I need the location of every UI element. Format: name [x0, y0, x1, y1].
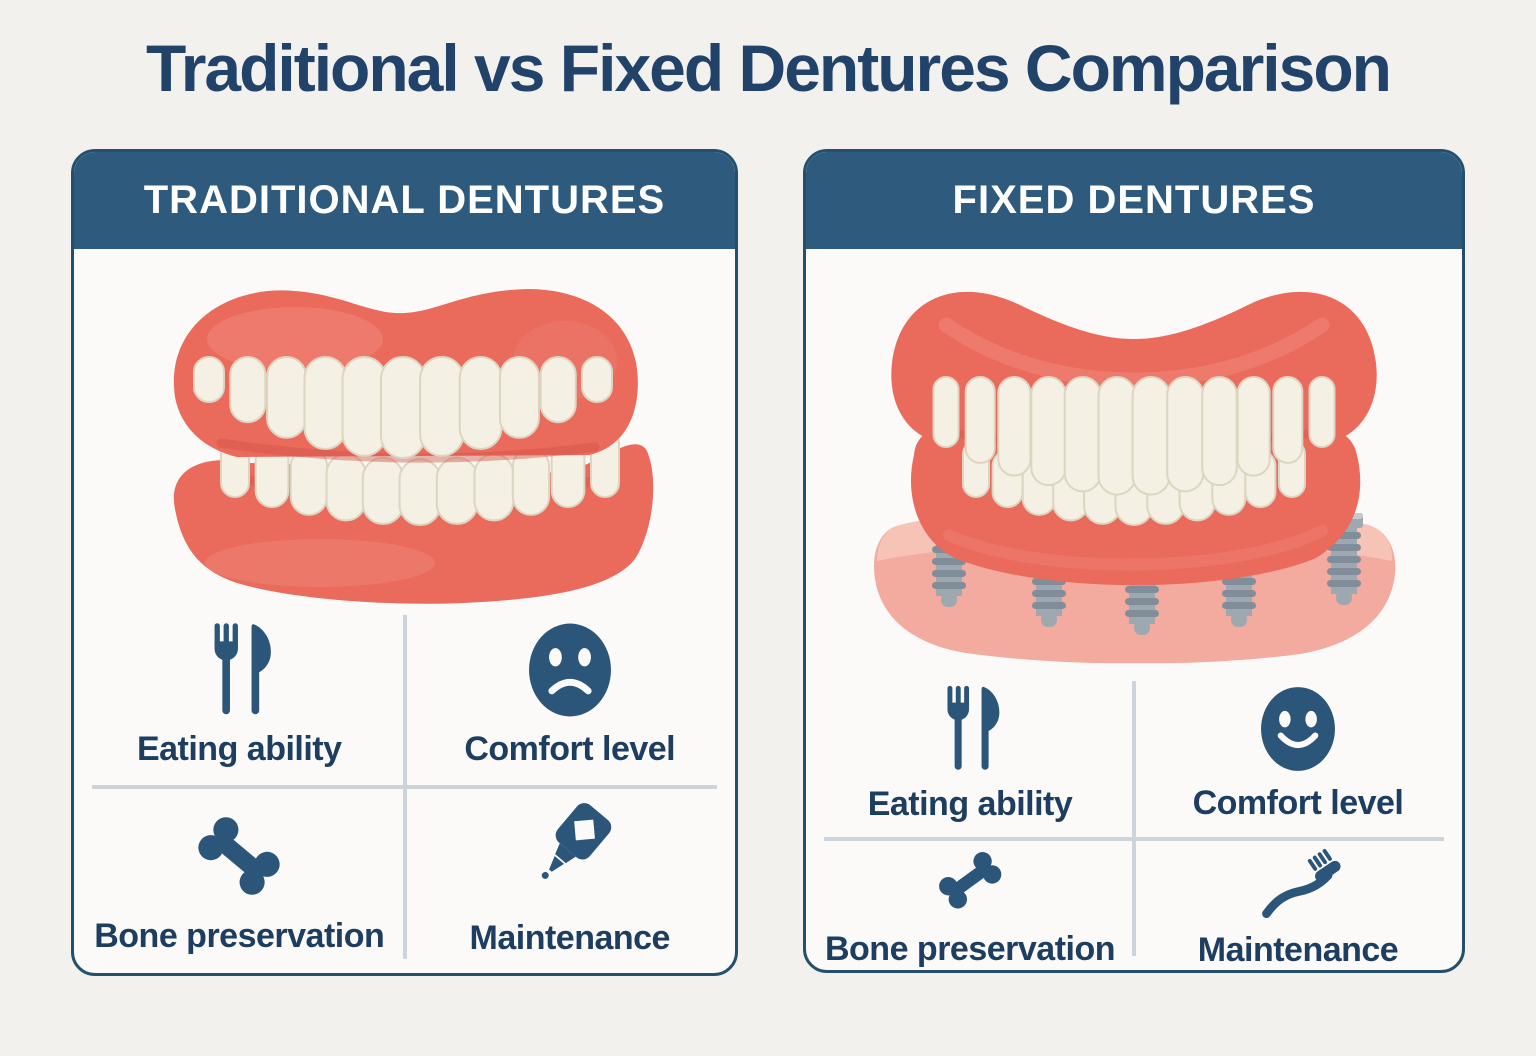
feature-label: Eating ability: [867, 784, 1073, 823]
page-title: Traditional vs Fixed Dentures Comparison: [146, 31, 1392, 105]
implant-supported-dentures-illustration: [806, 249, 1462, 667]
fixed-features-grid: Eating ability Comfort level: [806, 667, 1462, 970]
features-divider-horizontal: [824, 837, 1444, 842]
traditional-card-header: TRADITIONAL DENTURES: [74, 151, 735, 249]
feature-label: Comfort level: [464, 729, 676, 768]
feature-comfort-level: Comfort level: [405, 601, 736, 787]
feature-label: Bone preservation: [824, 930, 1116, 969]
bone-icon: [198, 816, 280, 895]
feature-eating-ability: Eating ability: [74, 601, 405, 787]
traditional-dentures-card: TRADITIONAL DENTURES: [71, 148, 738, 976]
feature-label: Maintenance: [469, 918, 671, 957]
features-divider-vertical: [1132, 680, 1136, 956]
feature-bone-preservation: Bone preservation: [806, 839, 1134, 969]
feature-label: Comfort level: [1192, 783, 1404, 822]
bone-icon: [939, 852, 1002, 909]
feature-maintenance: Maintenance: [1134, 839, 1462, 969]
fork-knife-icon: [947, 685, 1000, 770]
happy-face-icon: [1261, 687, 1335, 771]
feature-label: Maintenance: [1197, 930, 1399, 969]
glue-bottle-icon: [541, 802, 611, 879]
feature-eating-ability: Eating ability: [806, 667, 1134, 840]
traditional-features-grid: Eating ability Comfort level: [74, 601, 735, 973]
toothbrush-icon: [1262, 849, 1341, 919]
sad-face-icon: [528, 623, 611, 717]
feature-label: Bone preservation: [94, 916, 385, 955]
dentures-on-implants-image: [874, 291, 1396, 663]
traditional-dentures-illustration: [74, 249, 735, 604]
traditional-card-title: TRADITIONAL DENTURES: [143, 177, 666, 222]
dentures-image: [173, 288, 653, 604]
infographic-page: Traditional vs Fixed Dentures Comparison…: [0, 32, 1536, 976]
fixed-card-title: FIXED DENTURES: [952, 177, 1316, 222]
feature-comfort-level: Comfort level: [1134, 667, 1462, 840]
features-divider-horizontal: [92, 784, 717, 789]
feature-maintenance: Maintenance: [405, 787, 736, 973]
fixed-card-header: FIXED DENTURES: [806, 151, 1462, 249]
feature-bone-preservation: Bone preservation: [74, 787, 405, 973]
feature-label: Eating ability: [136, 729, 342, 768]
fork-knife-icon: [214, 622, 272, 714]
comparison-cards: TRADITIONAL DENTURES: [0, 148, 1536, 976]
fixed-dentures-card: FIXED DENTURES: [803, 148, 1465, 973]
